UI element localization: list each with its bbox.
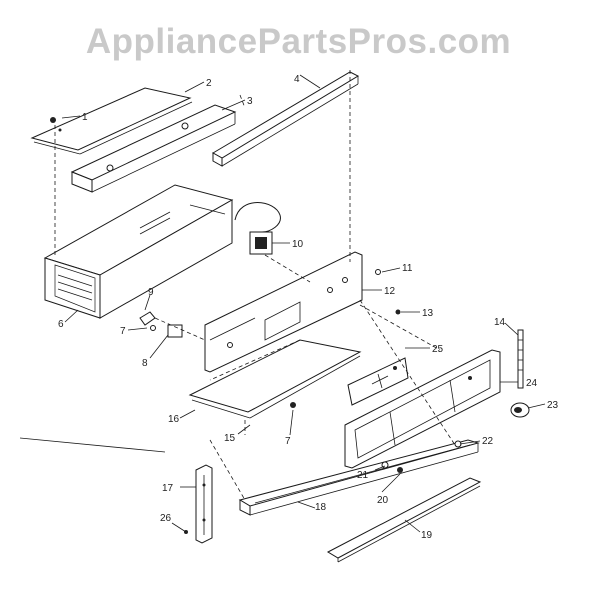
callout-15: 15 [224, 433, 236, 444]
callout-20: 20 [377, 495, 389, 506]
callout-17: 17 [162, 483, 174, 494]
callout-2: 2 [206, 78, 212, 89]
callout-labels: 1 2 3 4 6 7 7 8 9 10 11 12 13 14 15 16 1… [58, 74, 559, 541]
part-slide-rail [238, 439, 480, 516]
callout-24: 24 [526, 378, 538, 389]
callout-4: 4 [294, 74, 300, 85]
part-angle-bar [211, 71, 360, 167]
part-box-frame [43, 184, 234, 319]
callout-13: 13 [422, 308, 434, 319]
callout-14: 14 [494, 317, 506, 328]
callout-3: 3 [247, 96, 253, 107]
part-trim-strip [326, 477, 482, 563]
callout-16: 16 [168, 414, 180, 425]
callout-23: 23 [547, 400, 559, 411]
callout-21: 21 [357, 470, 369, 481]
callout-25: 25 [432, 344, 444, 355]
watermark: AppliancePartsPros.com [85, 22, 512, 61]
callout-7b: 7 [285, 436, 291, 447]
part-channel [70, 104, 237, 193]
part-vertical-bracket [195, 464, 213, 544]
part-top-plate [30, 87, 193, 155]
callout-1: 1 [82, 112, 88, 123]
part-display-panel [347, 357, 409, 406]
callout-22: 22 [482, 436, 494, 447]
part-knob [510, 402, 530, 418]
callout-11: 11 [402, 263, 413, 274]
leader-lines [61, 74, 546, 533]
alignment-lines [19, 70, 456, 501]
callout-6: 6 [58, 319, 64, 330]
part-front-panel [344, 349, 501, 469]
callout-12: 12 [384, 286, 396, 297]
callout-9: 9 [148, 287, 154, 298]
part-control-panel [204, 251, 363, 373]
callout-26: 26 [160, 513, 172, 524]
callout-18: 18 [315, 502, 327, 513]
callout-19: 19 [421, 530, 433, 541]
part-switch [234, 202, 281, 255]
callout-10: 10 [292, 239, 304, 250]
part-rod [517, 329, 524, 389]
callout-8: 8 [142, 358, 148, 369]
part-hardware [50, 117, 462, 534]
callout-7a: 7 [120, 326, 126, 337]
part-bottom-shelf [188, 339, 362, 419]
